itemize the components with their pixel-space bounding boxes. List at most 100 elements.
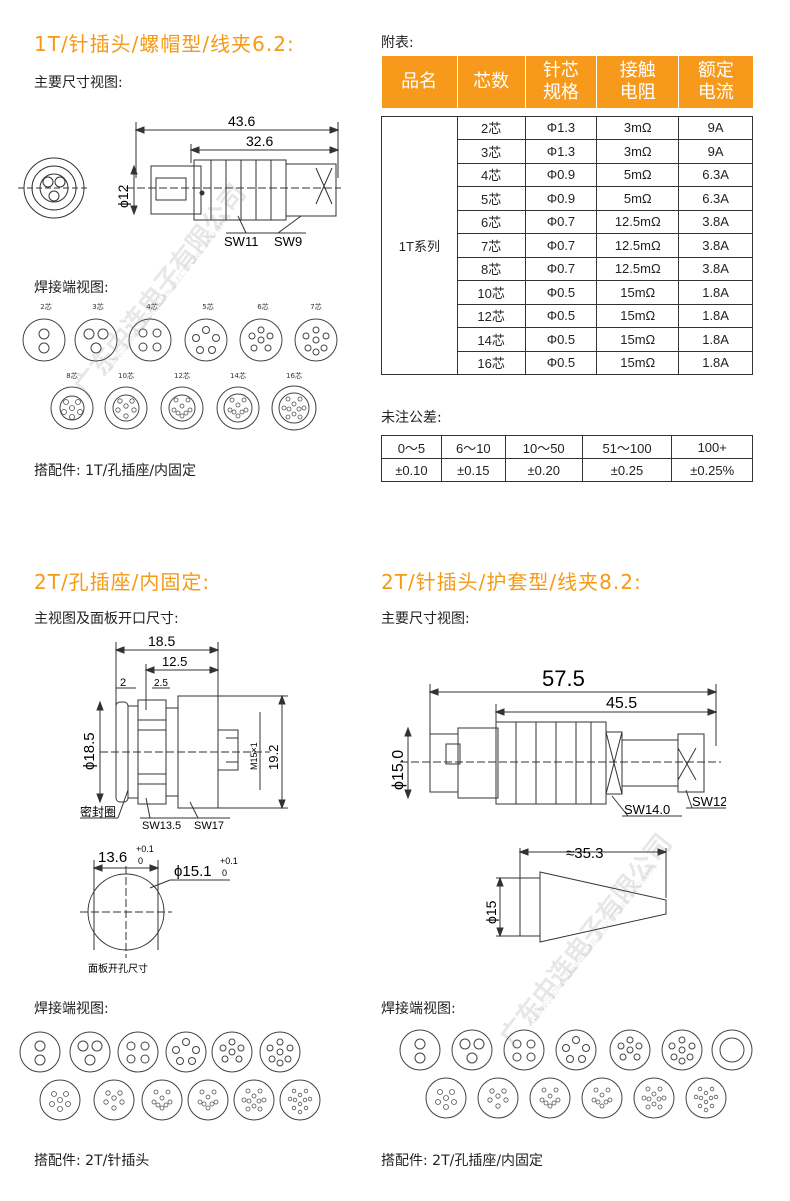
table-cell: Φ1.3 — [524, 139, 598, 164]
table-cell: Φ1.3 — [524, 115, 598, 140]
table-cell: 12芯 — [456, 303, 526, 328]
pin-caption-7: 7芯 — [310, 303, 322, 311]
table-cell: 6芯 — [456, 209, 526, 234]
sw9-label: SW9 — [274, 234, 302, 248]
section1-dim-label: 主要尺寸视图: — [34, 75, 123, 91]
series-cell: 1T系列 — [381, 115, 458, 375]
header-current: 额定电流 — [678, 56, 753, 108]
sw17-label: SW17 — [194, 820, 224, 830]
sleeve-dia: ϕ15 — [483, 900, 499, 924]
table-cell: 5mΩ — [596, 186, 680, 211]
table-cell: 10芯 — [456, 280, 526, 305]
section3-weld-label: 焊接端视图: — [381, 1001, 456, 1017]
pin-caption-12: 12芯 — [174, 372, 190, 380]
table-cell: 14芯 — [456, 327, 526, 352]
table-cell: 16芯 — [456, 350, 526, 375]
pin-caption-10: 10芯 — [118, 372, 134, 380]
table-cell: Φ0.5 — [524, 280, 598, 305]
table-cell: Φ0.9 — [524, 162, 598, 187]
tolerance-table: 0～5 6～10 10～50 51～100 100+ ±0.10 ±0.15 ±… — [381, 435, 753, 482]
sw14-label: SW14.0 — [624, 802, 670, 817]
table-cell: 12.5mΩ — [596, 233, 680, 258]
table-caption: 附表: — [381, 35, 414, 51]
section1-weld-label: 焊接端视图: — [34, 280, 109, 296]
table-cell: 9A — [678, 139, 753, 164]
header-resistance: 接触电阻 — [596, 56, 680, 108]
section1-title: 1T/针插头/螺帽型/线夹6.2: — [34, 32, 295, 56]
header-cores: 芯数 — [457, 56, 526, 108]
table-cell: 8芯 — [456, 256, 526, 281]
pin-caption-8: 8芯 — [66, 372, 78, 380]
table-cell: 15mΩ — [596, 350, 680, 375]
table-cell: 9A — [678, 115, 753, 140]
table-cell: 3.8A — [678, 209, 753, 234]
table-cell: 12.5mΩ — [596, 209, 680, 234]
sw11-label: SW11 — [224, 234, 258, 248]
section3-match: 搭配件: 2T/孔插座/内固定 — [381, 1153, 544, 1169]
sleeve-drawing: ≈35.3 ϕ15 — [470, 838, 700, 958]
tol-value: ±0.25 — [581, 458, 673, 482]
tol-range: 10～50 — [504, 435, 583, 459]
section2-match: 搭配件: 2T/针插头 — [34, 1153, 150, 1169]
table-cell: Φ0.7 — [524, 256, 598, 281]
section2-dim-label: 主视图及面板开口尺寸: — [34, 611, 179, 627]
table-cell: 3mΩ — [596, 139, 680, 164]
tol-range: 51～100 — [581, 435, 673, 459]
section2-pin-views — [10, 1028, 340, 1124]
dim-18-5: 18.5 — [148, 633, 175, 649]
tol-range: 0～5 — [381, 435, 442, 459]
dim-phi18-5: ϕ18.5 — [81, 732, 98, 770]
tol-range: 100+ — [671, 435, 753, 459]
table-cell: 6.3A — [678, 186, 753, 211]
sleeve-length: ≈35.3 — [566, 845, 603, 862]
panel-dia-tol-up: +0.1 — [220, 856, 238, 866]
tol-value: ±0.25% — [671, 458, 753, 482]
table-cell: 15mΩ — [596, 280, 680, 305]
section2-weld-label: 焊接端视图: — [34, 1001, 109, 1017]
table-cell: 5芯 — [456, 186, 526, 211]
tol-value: ±0.10 — [381, 458, 442, 482]
table-cell: Φ0.9 — [524, 186, 598, 211]
panel-cutout-drawing: 13.6 +0.1 0 ϕ15.1 +0.1 0 面板开孔尺寸 — [80, 840, 260, 980]
tol-value: ±0.15 — [440, 458, 506, 482]
dim-45-5: 45.5 — [606, 695, 637, 712]
table-cell: 3.8A — [678, 256, 753, 281]
panel-width-tol-low: 0 — [138, 856, 143, 866]
pin-caption-14: 14芯 — [230, 372, 246, 380]
pin-caption-6: 6芯 — [257, 303, 269, 311]
table-cell: 6.3A — [678, 162, 753, 187]
table-cell: 1.8A — [678, 280, 753, 305]
section3-pin-views — [394, 1026, 754, 1122]
table-cell: 2芯 — [456, 115, 526, 140]
section3-dimension-drawing: 57.5 45.5 ϕ15.0 SW14.0 SW12.0 — [386, 650, 726, 830]
sw12-label: SW12.0 — [692, 794, 726, 809]
dim-12-5: 12.5 — [162, 654, 187, 669]
tolerance-caption: 未注公差: — [381, 410, 442, 426]
pin-caption-2: 2芯 — [40, 303, 52, 311]
section1-pin-views — [16, 300, 346, 440]
table-cell: 7芯 — [456, 233, 526, 258]
panel-width: 13.6 — [98, 849, 127, 866]
seal-label: 密封圈 — [80, 804, 116, 819]
table-cell: 15mΩ — [596, 327, 680, 352]
dim-thread: M15×1 — [249, 742, 259, 770]
panel-caption: 面板开孔尺寸 — [88, 962, 148, 975]
tol-range: 6～10 — [440, 435, 506, 459]
table-cell: 1.8A — [678, 350, 753, 375]
section3-dim-label: 主要尺寸视图: — [381, 611, 470, 627]
section1-dimension-drawing: 43.6 32.6 ϕ12 SW11 SW9 — [16, 108, 346, 248]
dim-phi12: ϕ12 — [115, 184, 131, 208]
section1-match: 搭配件: 1T/孔插座/内固定 — [34, 463, 197, 479]
pin-caption-16: 16芯 — [286, 372, 302, 380]
dim-phi15: ϕ15.0 — [390, 750, 407, 790]
table-cell: 4芯 — [456, 162, 526, 187]
